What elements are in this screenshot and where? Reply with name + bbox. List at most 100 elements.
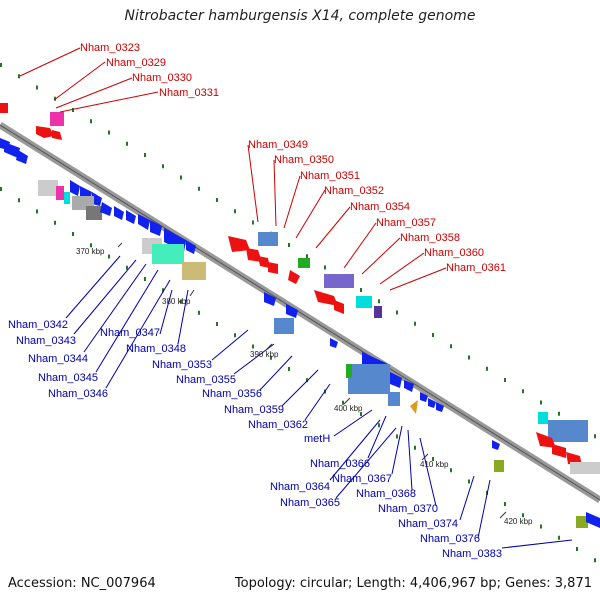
gc-dot [126,265,128,270]
forward-gene-labels: Nham_0323 Nham_0329 Nham_0330 Nham_0331 … [80,42,506,274]
gc-dot [342,400,344,405]
gene-label: Nham_0368 [356,488,416,500]
gc-dot [504,502,506,506]
gc-dot [450,344,452,349]
gene-label: Nham_0365 [280,497,340,509]
backbone-edge [0,124,600,501]
gc-dot [558,411,560,416]
gene-label: Nham_0370 [378,503,438,515]
gene-label: Nham_0353 [152,359,212,371]
gc-dot [558,535,560,540]
gc-dot [36,85,38,90]
gene-label: Nham_0355 [176,374,236,386]
gc-dot [216,322,218,326]
gc-dot [540,400,542,405]
gc-dot [540,524,542,529]
gene-label: Nham_0329 [106,57,166,69]
gc-dot [90,119,92,124]
gene-label: Nham_0350 [274,154,334,166]
gene-label: Nham_0366 [310,458,370,470]
gc-dot [0,187,2,191]
gc-dot [144,153,146,157]
feature-pink [50,112,64,126]
gene-label: Nham_0362 [248,419,308,431]
gc-dot [522,389,524,394]
gc-dot [162,288,164,293]
gc-dot [396,434,398,439]
tick-label: 390 kbp [250,350,279,359]
gc-dot [72,108,74,112]
gc-dot [360,288,362,292]
map-title: Nitrobacter hamburgensis X14, complete g… [124,8,476,24]
gene-label: Nham_0331 [159,87,219,99]
gc-dot [126,141,128,146]
gc-dot [594,558,596,563]
gc-dot [324,265,326,270]
gc-dot [486,366,488,371]
forward-strand-features [0,103,600,474]
gc-dot [522,513,524,518]
gc-dot [0,63,2,67]
gene-label: Nham_0357 [376,217,436,229]
gc-dot [144,277,146,281]
gc-dot [432,457,434,461]
reverse-strand-features [0,138,600,528]
gc-dot [378,299,380,304]
gene-label: Nham_0348 [126,343,186,355]
gc-dot [252,220,254,225]
gc-dot [306,378,308,383]
gc-dot [468,479,470,484]
gene-label: Nham_0349 [248,139,308,151]
gene-label: Nham_0383 [442,548,502,560]
gc-dot [306,254,308,259]
gc-dot [288,243,290,247]
tick-label: 370 kbp [76,247,105,256]
gc-dot [54,220,56,225]
gc-dot [414,445,416,450]
scale-ticks: 370 kbp 380 kbp 390 kbp 400 kbp 410 kbp … [76,247,533,526]
gene-label: Nham_0354 [350,201,410,213]
gene-label: Nham_0356 [202,388,262,400]
gc-dot [252,344,254,349]
label-leaders [19,47,573,549]
gc-dot [198,186,200,191]
tick-label: 410 kbp [420,460,449,469]
gc-dot [288,367,290,371]
gene-label: metH [304,433,330,445]
gc-dot [396,310,398,315]
gene-label: Nham_0346 [48,388,108,400]
gc-dot [594,434,596,439]
tick-label: 420 kbp [504,517,533,526]
reverse-gene-labels: Nham_0342 Nham_0343 Nham_0344 Nham_0345 … [8,319,502,560]
gene-label: Nham_0342 [8,319,68,331]
gc-dot [90,243,92,248]
gene-label: Nham_0359 [224,404,284,416]
gc-dot [576,547,578,551]
gene-label: Nham_0374 [398,518,458,530]
gc-dot [234,333,236,338]
gc-dot [18,198,20,203]
gc-dot [36,209,38,214]
gc-dot [234,209,236,214]
gene-label: Nham_0358 [400,232,460,244]
gene-label: Nham_0323 [80,42,140,54]
gene-label: Nham_0361 [446,262,506,274]
topology-text: Topology: circular; Length: 4,406,967 bp… [234,576,592,591]
gene-label: Nham_0352 [324,185,384,197]
tick-label: 400 kbp [334,404,363,413]
gc-dot [72,232,74,236]
gene-label: Nham_0330 [132,72,192,84]
gc-dot [108,130,110,135]
gc-dot [378,423,380,428]
gene-label: Nham_0347 [100,327,160,339]
gene-label: Nham_0345 [38,372,98,384]
gc-dot [180,299,182,304]
gene-label: Nham_0343 [16,335,76,347]
gene-label: Nham_0367 [332,473,392,485]
gc-dot [432,333,434,337]
gene-label: Nham_0364 [270,481,330,493]
gene-label: Nham_0360 [424,247,484,259]
gc-dot [198,310,200,315]
gc-dot [108,254,110,259]
